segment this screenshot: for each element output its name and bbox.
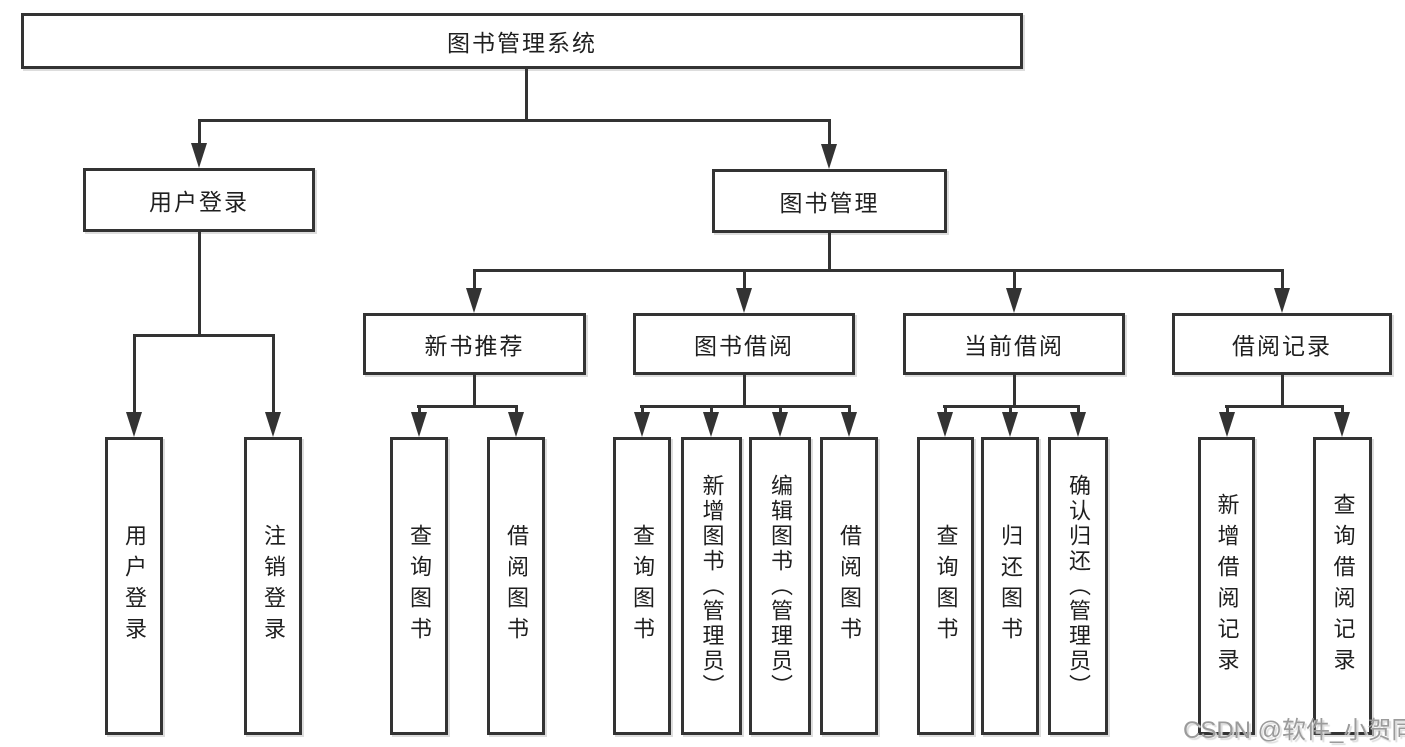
arrow-down-icon (634, 412, 650, 437)
connector-line (132, 333, 275, 337)
node-book-management: 图书管理 (712, 169, 947, 233)
leaf-label: 查询图书 (933, 524, 959, 648)
arrow-down-icon (265, 412, 281, 437)
connector-line (778, 406, 782, 415)
arrow-down-icon (736, 288, 752, 313)
connector-line (742, 270, 746, 290)
leaf-query-books: 查询图书 (917, 437, 974, 735)
arrow-down-icon (1274, 288, 1290, 313)
leaf-label: 归还图书 (998, 524, 1023, 648)
leaf-label: 借阅图书 (837, 524, 862, 648)
connector-line (524, 69, 528, 121)
leaf-label: 新增图书（管理员） (699, 473, 725, 699)
connector-line (514, 406, 518, 415)
arrow-down-icon (772, 412, 788, 437)
connector-line (742, 375, 746, 408)
connector-line (640, 404, 851, 408)
connector-line (1012, 270, 1016, 290)
connector-line (417, 406, 421, 415)
leaf-edit-books-admin: 编辑图书（管理员） (749, 437, 811, 735)
leaf-logout: 注销登录 (244, 437, 302, 735)
arrow-down-icon (937, 412, 953, 437)
connector-line (1008, 406, 1012, 415)
leaf-query-books: 查询图书 (390, 437, 448, 735)
arrow-down-icon (821, 144, 837, 169)
arrow-down-icon (1002, 412, 1018, 437)
connector-line (640, 406, 644, 415)
leaf-label: 用户登录 (122, 524, 147, 648)
node-book-borrow: 图书借阅 (633, 313, 855, 375)
connector-line (417, 404, 518, 408)
leaf-label: 注销登录 (261, 524, 286, 648)
connector-line (1076, 406, 1080, 415)
arrow-down-icon (1006, 288, 1022, 313)
leaf-add-borrow-record: 新增借阅记录 (1198, 437, 1255, 735)
connector-line (1225, 406, 1229, 415)
connector-line (197, 232, 201, 336)
connector-line (709, 406, 713, 415)
connector-line (132, 335, 136, 414)
arrow-down-icon (703, 412, 719, 437)
arrow-down-icon (411, 412, 427, 437)
connector-line (1225, 404, 1344, 408)
leaf-label: 确认归还（管理员） (1066, 473, 1091, 699)
leaf-query-borrow-record: 查询借阅记录 (1313, 437, 1372, 735)
arrow-down-icon (508, 412, 524, 437)
connector-line (472, 375, 476, 408)
arrow-down-icon (1334, 412, 1350, 437)
leaf-confirm-return-admin: 确认归还（管理员） (1048, 437, 1108, 735)
arrow-down-icon (191, 143, 207, 168)
arrow-down-icon (841, 412, 857, 437)
leaf-user-login: 用户登录 (105, 437, 163, 735)
connector-line (472, 270, 476, 290)
arrow-down-icon (1070, 412, 1086, 437)
arrow-down-icon (466, 288, 482, 313)
connector-line (1012, 375, 1016, 408)
connector-line (827, 120, 831, 146)
leaf-label: 查询借阅记录 (1330, 493, 1356, 679)
leaf-label: 借阅图书 (504, 524, 529, 648)
watermark: CSDN @软件_小贺同学 (1183, 717, 1405, 744)
leaf-return-books: 归还图书 (981, 437, 1039, 735)
connector-line (847, 406, 851, 415)
leaf-add-books-admin: 新增图书（管理员） (681, 437, 742, 735)
arrow-down-icon (126, 412, 142, 437)
connector-line (943, 406, 947, 415)
leaf-label: 新增借阅记录 (1214, 493, 1240, 679)
leaf-label: 编辑图书（管理员） (768, 473, 793, 699)
connector-line (1280, 375, 1284, 408)
leaf-label: 查询图书 (407, 524, 432, 648)
leaf-label: 查询图书 (630, 524, 655, 648)
node-borrow-records: 借阅记录 (1172, 313, 1392, 375)
leaf-borrow-books: 借阅图书 (487, 437, 545, 735)
connector-line (271, 335, 275, 414)
leaf-query-books: 查询图书 (613, 437, 671, 735)
node-user-login: 用户登录 (83, 168, 315, 232)
node-new-book-recommend: 新书推荐 (363, 313, 586, 375)
connector-line (943, 404, 1080, 408)
node-root: 图书管理系统 (21, 13, 1023, 69)
connector-line (197, 120, 201, 146)
connector-line (472, 268, 1284, 272)
connector-line (197, 118, 831, 122)
node-current-borrow: 当前借阅 (903, 313, 1125, 375)
connector-line (1280, 270, 1284, 290)
arrow-down-icon (1219, 412, 1235, 437)
connector-line (827, 233, 831, 272)
leaf-borrow-books: 借阅图书 (820, 437, 878, 735)
connector-line (1340, 406, 1344, 415)
